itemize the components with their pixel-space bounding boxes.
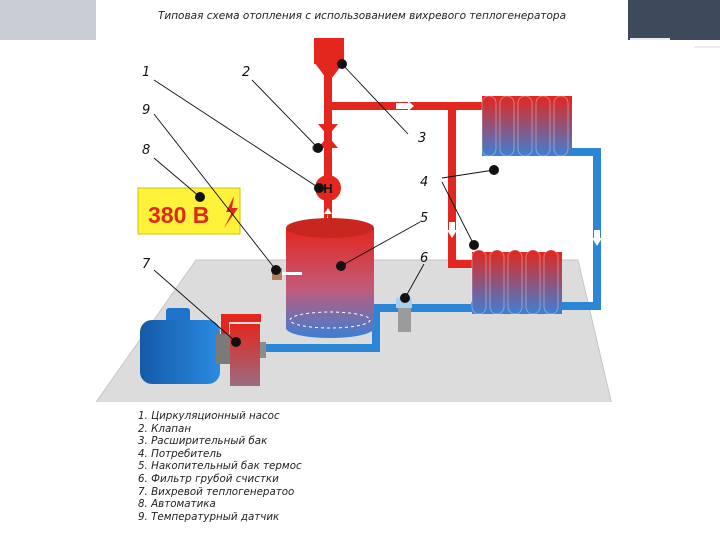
legend-item: 5. Накопительный бак термос (138, 460, 302, 473)
callout-7: 7 (142, 257, 151, 272)
diagram-title: Типовая схема отопления с использованием… (157, 10, 567, 22)
circulation-pump: Н (315, 175, 341, 201)
callout-1: 1 (142, 65, 150, 80)
legend-item: 6. Фильтр грубой счистки (138, 472, 279, 485)
callout-2: 2 (242, 65, 250, 80)
radiator-lower (471, 249, 562, 315)
component-legend: 1. Циркуляционный насос 2. Клапан 3. Рас… (138, 410, 302, 523)
heating-scheme-diagram: Н (96, 38, 612, 402)
header-rule (630, 38, 670, 40)
header-band-left (0, 0, 96, 40)
legend-item: 3. Расширительный бак (138, 435, 268, 448)
header-rule (694, 46, 720, 48)
automation-panel: 380 В (137, 187, 241, 235)
legend-item: 2. Клапан (138, 422, 192, 435)
callout-3: 3 (418, 131, 426, 146)
header-band-right (628, 0, 720, 40)
storage-tank (286, 218, 374, 338)
leader-lines (153, 63, 495, 343)
legend-item: 1. Циркуляционный насос (138, 410, 280, 422)
legend-item: 4. Потребитель (138, 447, 223, 460)
radiator-upper (481, 95, 572, 157)
legend-item: 8. Автоматика (138, 498, 216, 511)
callout-dots (195, 59, 499, 347)
legend-item: 7. Вихревой теплогенератоо (138, 485, 295, 498)
voltage-label: 380 В (148, 202, 209, 228)
coarse-filter (396, 298, 412, 332)
callout-4: 4 (420, 175, 428, 190)
pump-letter: Н (323, 181, 332, 196)
diagram-card: Типовая схема отопления с использованием… (96, 2, 628, 538)
legend-item: 9. Температурный датчик (138, 510, 280, 523)
expansion-tank (314, 38, 344, 78)
callout-8: 8 (142, 143, 150, 158)
callout-5: 5 (420, 211, 428, 226)
callout-9: 9 (142, 103, 150, 118)
vortex-heat-generator (230, 324, 266, 386)
callout-6: 6 (420, 251, 428, 266)
